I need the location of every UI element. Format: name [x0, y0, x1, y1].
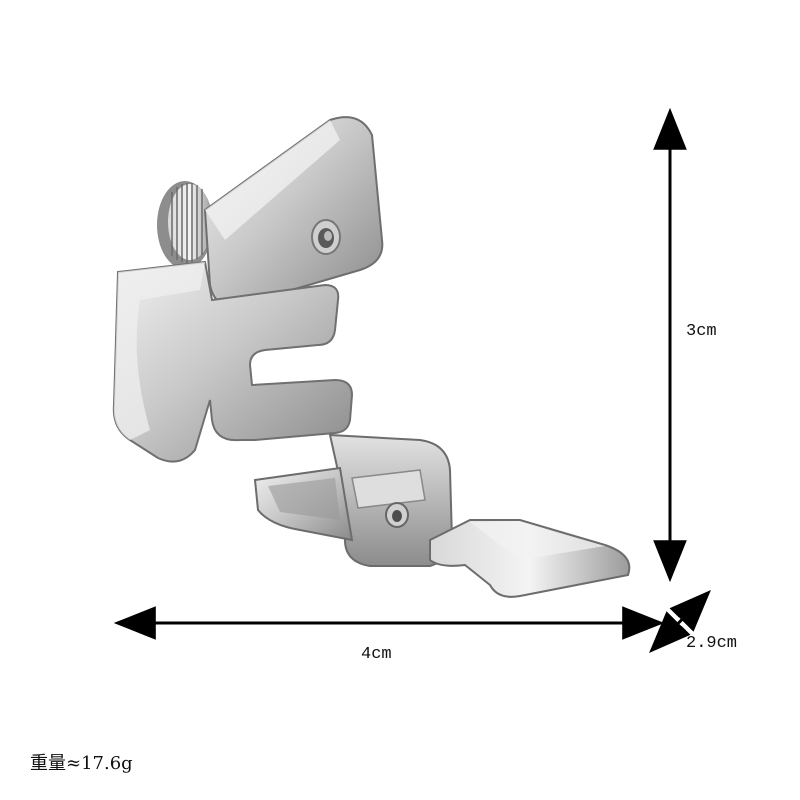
knurled-screw — [157, 181, 213, 269]
height-label: 3cm — [686, 322, 717, 341]
screw-hole — [311, 219, 341, 255]
presser-foot-icon — [112, 116, 631, 598]
width-label: 4cm — [361, 645, 392, 664]
depth-arrow — [649, 590, 711, 653]
weight-label: 重量≈17.6g — [30, 753, 133, 774]
depth-label: 2.9cm — [686, 634, 738, 653]
hinge-pin — [385, 502, 409, 528]
